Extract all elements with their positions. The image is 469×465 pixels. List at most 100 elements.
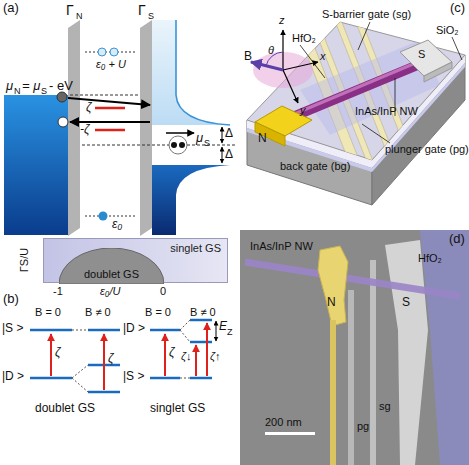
energy-diagram-part bbox=[68, 98, 150, 105]
level-scheme-part bbox=[150, 377, 180, 380]
device-sketch-part bbox=[300, 45, 325, 78]
energy-diagram-part bbox=[4, 95, 70, 235]
level-scheme-part bbox=[72, 365, 88, 378]
energy-diagram-part bbox=[99, 212, 108, 221]
node-text: doublet GS bbox=[59, 268, 164, 280]
part-label: S-barrier gate (sg) bbox=[322, 8, 411, 20]
sem-image bbox=[240, 230, 469, 465]
sem-image-part bbox=[318, 246, 348, 326]
phase-diagram-box: singlet GSdoublet GS bbox=[43, 238, 228, 283]
state-label: |D > bbox=[123, 322, 145, 335]
axis-label: ε₀/U bbox=[100, 285, 120, 297]
level-label: ε₀ + U bbox=[96, 58, 126, 70]
level-label: ε₀ bbox=[112, 218, 122, 231]
gap-label: Δ bbox=[225, 148, 233, 161]
potential-label: μ bbox=[196, 131, 203, 145]
level-scheme-part bbox=[190, 341, 212, 344]
energy-diagram-part bbox=[58, 117, 68, 127]
part-label: HfO₂ bbox=[292, 32, 316, 44]
energy-diagram bbox=[4, 20, 235, 236]
energy-diagram-part bbox=[222, 147, 223, 163]
energy-label: ζ bbox=[86, 101, 92, 114]
coupling-symbol: Γ bbox=[138, 3, 146, 18]
level-scheme-part bbox=[195, 345, 197, 376]
part-label: N bbox=[327, 296, 336, 309]
energy-diagram-part bbox=[171, 142, 177, 148]
device-sketch-part bbox=[247, 22, 465, 160]
ground-state-label: singlet GS bbox=[150, 402, 205, 415]
level-scheme-part bbox=[150, 329, 180, 332]
energy-diagram-part bbox=[169, 136, 187, 154]
level-scheme-part bbox=[50, 334, 52, 376]
energy-label: ζ bbox=[55, 346, 61, 359]
field-label: B ≠ 0 bbox=[190, 306, 216, 318]
subscript: N bbox=[76, 12, 83, 22]
part-label: N bbox=[258, 132, 267, 145]
panel-letter: (a) bbox=[3, 1, 19, 15]
energy-diagram-part bbox=[98, 48, 106, 56]
level-scheme-part bbox=[216, 321, 217, 341]
device-sketch-part bbox=[424, 62, 452, 82]
part-label: InAs/InP NW bbox=[250, 240, 313, 252]
axis-label: x bbox=[320, 50, 326, 62]
axis-label: y bbox=[300, 104, 306, 116]
potential-label: μ bbox=[6, 79, 13, 93]
level-scheme-part bbox=[206, 323, 208, 376]
level-scheme-part bbox=[88, 391, 120, 394]
panel-letter: (c) bbox=[450, 1, 465, 15]
level-scheme-part bbox=[72, 330, 88, 331]
energy-diagram-part bbox=[222, 127, 223, 143]
gap-label: Δ bbox=[225, 127, 233, 140]
sem-image-part bbox=[370, 260, 376, 465]
energy-diagram-part bbox=[68, 20, 80, 236]
tick-label: -1 bbox=[53, 285, 63, 297]
energy-diagram-part bbox=[179, 142, 185, 148]
coupling-symbol: Γ bbox=[66, 3, 74, 18]
device-sketch-part bbox=[362, 124, 390, 143]
part-label: SiO₂ bbox=[436, 24, 459, 36]
subscript: S bbox=[204, 139, 210, 149]
state-label: |S > bbox=[2, 322, 23, 335]
level-scheme-part bbox=[30, 329, 72, 332]
device-sketch-part bbox=[358, 22, 370, 50]
energy-diagram-part bbox=[140, 20, 152, 236]
energy-label: ζ bbox=[169, 346, 175, 359]
angle-label: θ bbox=[268, 44, 274, 56]
energy-diagram-part bbox=[152, 20, 230, 125]
state-label: |S > bbox=[123, 370, 144, 383]
level-scheme-part bbox=[30, 377, 72, 380]
device-sketch-part bbox=[282, 30, 283, 70]
level-scheme-part bbox=[103, 334, 105, 390]
energy-label: -ζ bbox=[80, 123, 90, 136]
panel-letter: (d) bbox=[449, 232, 465, 246]
part-label: pg bbox=[357, 420, 369, 432]
ground-state-label: doublet GS bbox=[35, 402, 95, 415]
energy-diagram-part bbox=[57, 92, 67, 102]
energy-diagram-part bbox=[82, 145, 235, 146]
device-sketch bbox=[247, 0, 465, 205]
sem-image-part bbox=[265, 432, 315, 435]
energy-diagram-part bbox=[85, 216, 135, 217]
part-label: InAs/InP NW bbox=[355, 105, 418, 117]
sem-image-part bbox=[245, 262, 460, 296]
device-sketch-part bbox=[283, 62, 318, 70]
part-label: S bbox=[402, 296, 410, 309]
panel-letter: (b) bbox=[3, 292, 19, 306]
energy-diagram-part bbox=[152, 165, 230, 235]
part-label: S bbox=[418, 48, 425, 60]
field-label: B bbox=[244, 50, 252, 63]
subscript: Z bbox=[227, 328, 233, 338]
axis-label: ΓS/U bbox=[18, 248, 30, 272]
level-scheme-part bbox=[180, 330, 190, 342]
level-scheme-part bbox=[180, 378, 190, 379]
part-label: plunger gate (pg) bbox=[385, 143, 469, 155]
subscript: S bbox=[41, 87, 47, 97]
level-scheme bbox=[30, 320, 216, 392]
potential-label: = μ bbox=[22, 79, 40, 93]
subscript: N bbox=[14, 87, 21, 97]
part-label: HfO₂ bbox=[418, 252, 442, 264]
field-label: B = 0 bbox=[35, 306, 61, 318]
sem-image-part bbox=[420, 230, 469, 465]
energy-diagram-part bbox=[95, 129, 125, 132]
